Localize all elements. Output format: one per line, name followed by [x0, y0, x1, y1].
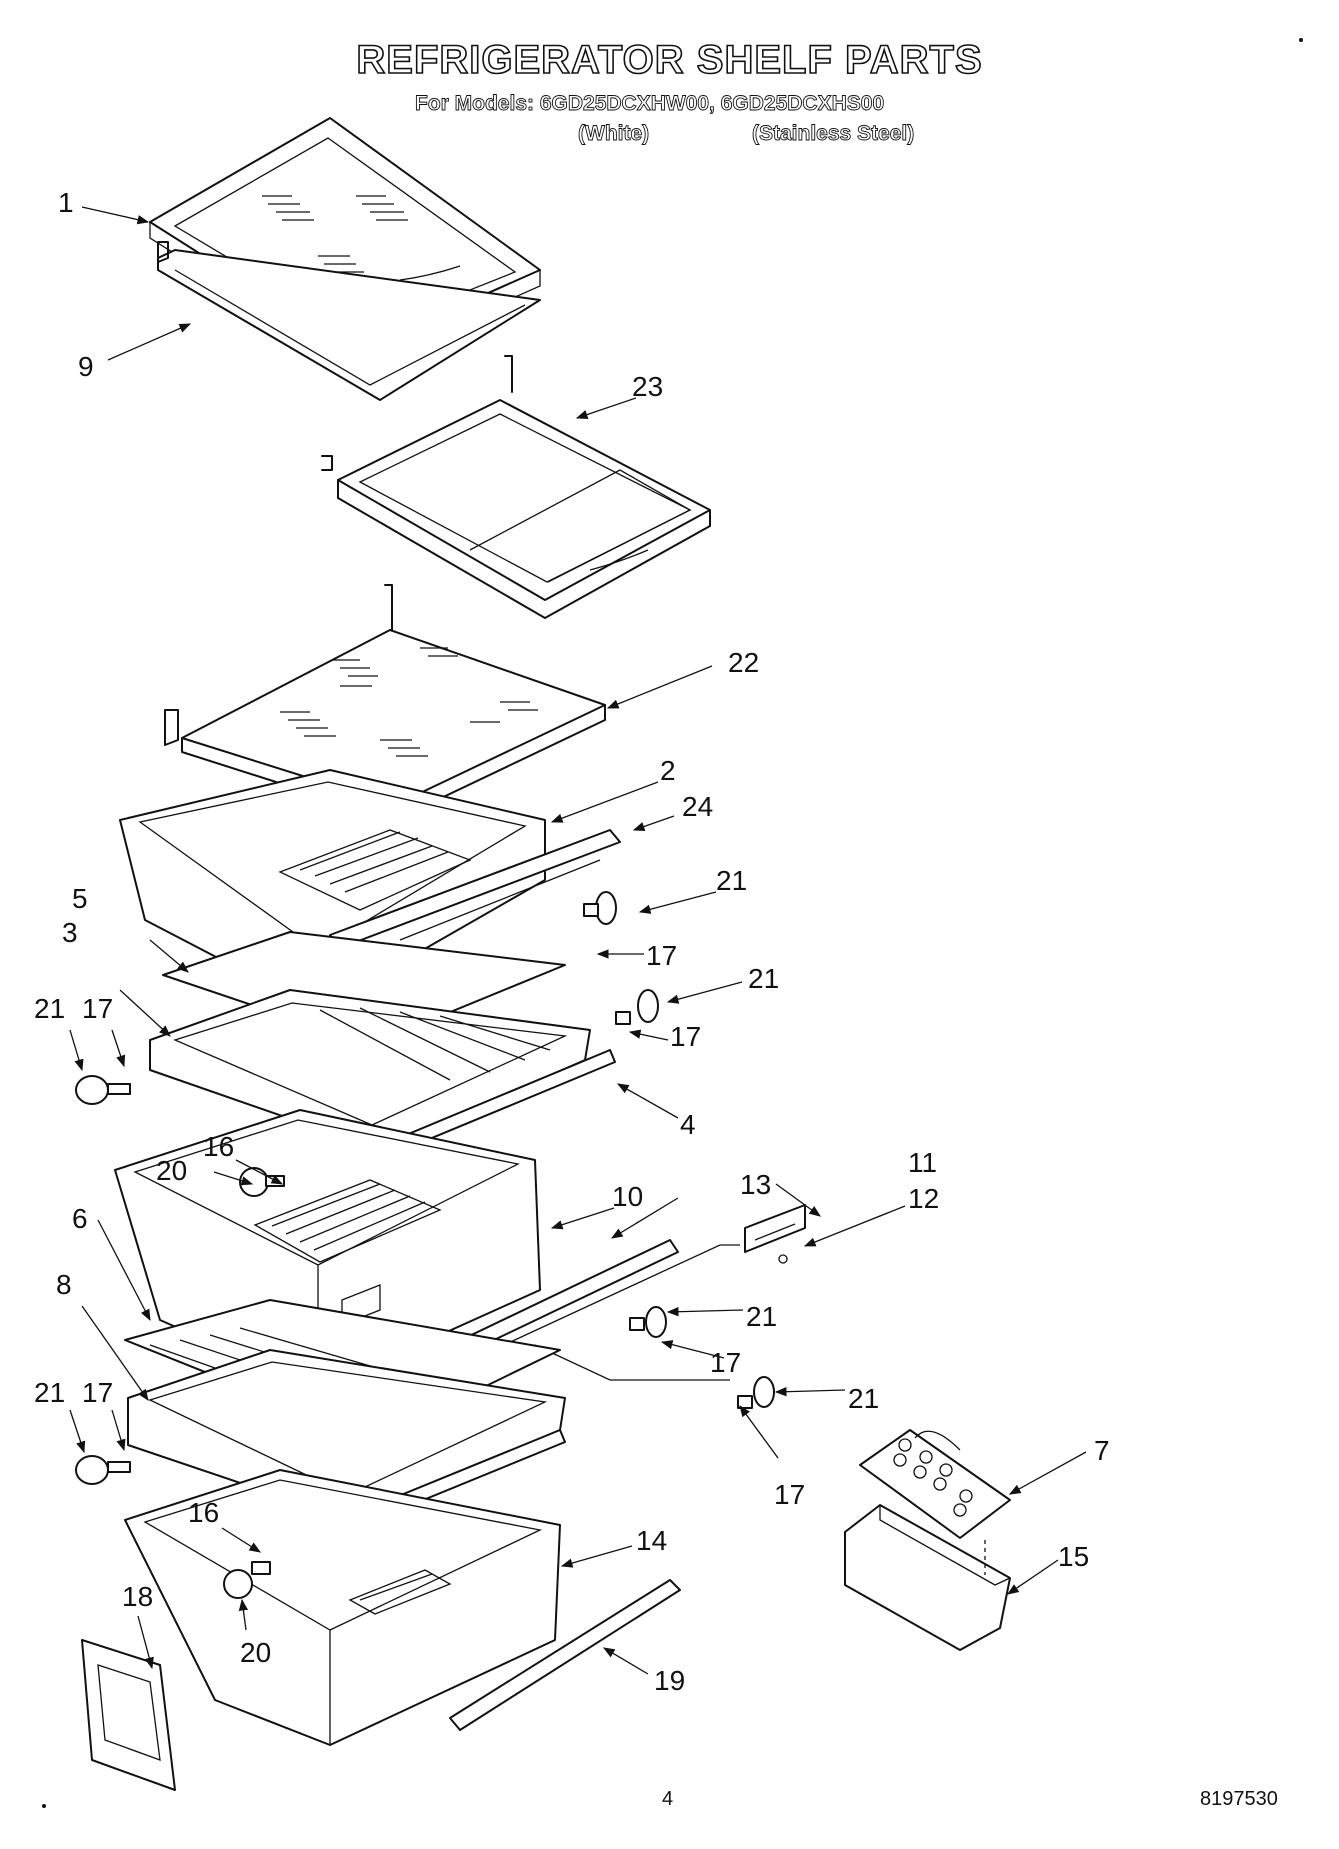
callout-21-c: 21: [34, 993, 65, 1024]
callout-8: 8: [56, 1269, 72, 1300]
part-15-egg-bin: [844, 1504, 1011, 1651]
callout-21-d: 21: [746, 1301, 777, 1332]
part-number: 8197530: [1200, 1788, 1278, 1810]
part-18-label: [81, 1639, 176, 1791]
callout-17-b: 17: [670, 1021, 701, 1052]
callout-17-c: 17: [82, 993, 113, 1024]
callout-18: 18: [122, 1581, 153, 1612]
part-7-egg-tray: [859, 1429, 1011, 1539]
callout-17-f: 17: [82, 1377, 113, 1408]
callout-7: 7: [1094, 1435, 1110, 1466]
callout-1: 1: [58, 187, 74, 218]
corner-mark-bottom: [42, 1804, 46, 1808]
callout-10: 10: [612, 1181, 643, 1212]
callout-16-a: 16: [203, 1131, 234, 1162]
models-line: For Models: 6GD25DCXHW00, 6GD25DCXHS00: [415, 92, 885, 116]
corner-mark: [1299, 38, 1303, 42]
callout-21-a: 21: [716, 865, 747, 896]
callout-21-b: 21: [748, 963, 779, 994]
callout-2: 2: [660, 755, 676, 786]
callout-13: 13: [740, 1169, 771, 1200]
part-11-12-latch: [744, 1204, 806, 1264]
callout-4: 4: [680, 1109, 696, 1140]
callout-3: 3: [62, 917, 78, 948]
callout-15: 15: [1058, 1541, 1089, 1572]
callout-23: 23: [632, 371, 663, 402]
part-2-crisper-pan: [119, 769, 546, 1011]
variant-stainless-label: (Stainless Steel): [752, 122, 915, 146]
callout-21-e: 21: [848, 1383, 879, 1414]
callout-21-f: 21: [34, 1377, 65, 1408]
part-23-slide-shelf-frame: [321, 355, 711, 619]
callout-11: 11: [908, 1147, 937, 1178]
callout-20-a: 20: [156, 1155, 187, 1186]
callout-22: 22: [728, 647, 759, 678]
callout-17-d: 17: [710, 1347, 741, 1378]
callout-12: 12: [908, 1183, 939, 1214]
callout-24: 24: [682, 791, 713, 822]
callout-14: 14: [636, 1525, 667, 1556]
page-number: 4: [662, 1788, 674, 1810]
callout-19: 19: [654, 1665, 685, 1696]
part-13-rail-trim: [439, 1239, 740, 1381]
part-9-shelf-frame: [157, 241, 541, 401]
callout-16-b: 16: [188, 1497, 219, 1528]
fastener-parts: [75, 891, 775, 1599]
callout-9: 9: [78, 351, 94, 382]
variant-white-label: (White): [578, 122, 650, 146]
callout-17-a: 17: [646, 940, 677, 971]
leader-arrows: [69, 206, 1087, 1675]
callout-20-b: 20: [240, 1637, 271, 1668]
callout-5: 5: [72, 883, 88, 914]
part-14-deli-pan: [124, 1469, 561, 1746]
page-title: REFRIGERATOR SHELF PARTS: [356, 37, 983, 83]
part-19-trim: [449, 1579, 681, 1731]
callout-17-e: 17: [774, 1479, 805, 1510]
callout-6: 6: [72, 1203, 88, 1234]
callout-numbers: 1 9 23 22 2 24 21 17 5 3 21 17 21 17 4 1…: [34, 187, 1110, 1696]
